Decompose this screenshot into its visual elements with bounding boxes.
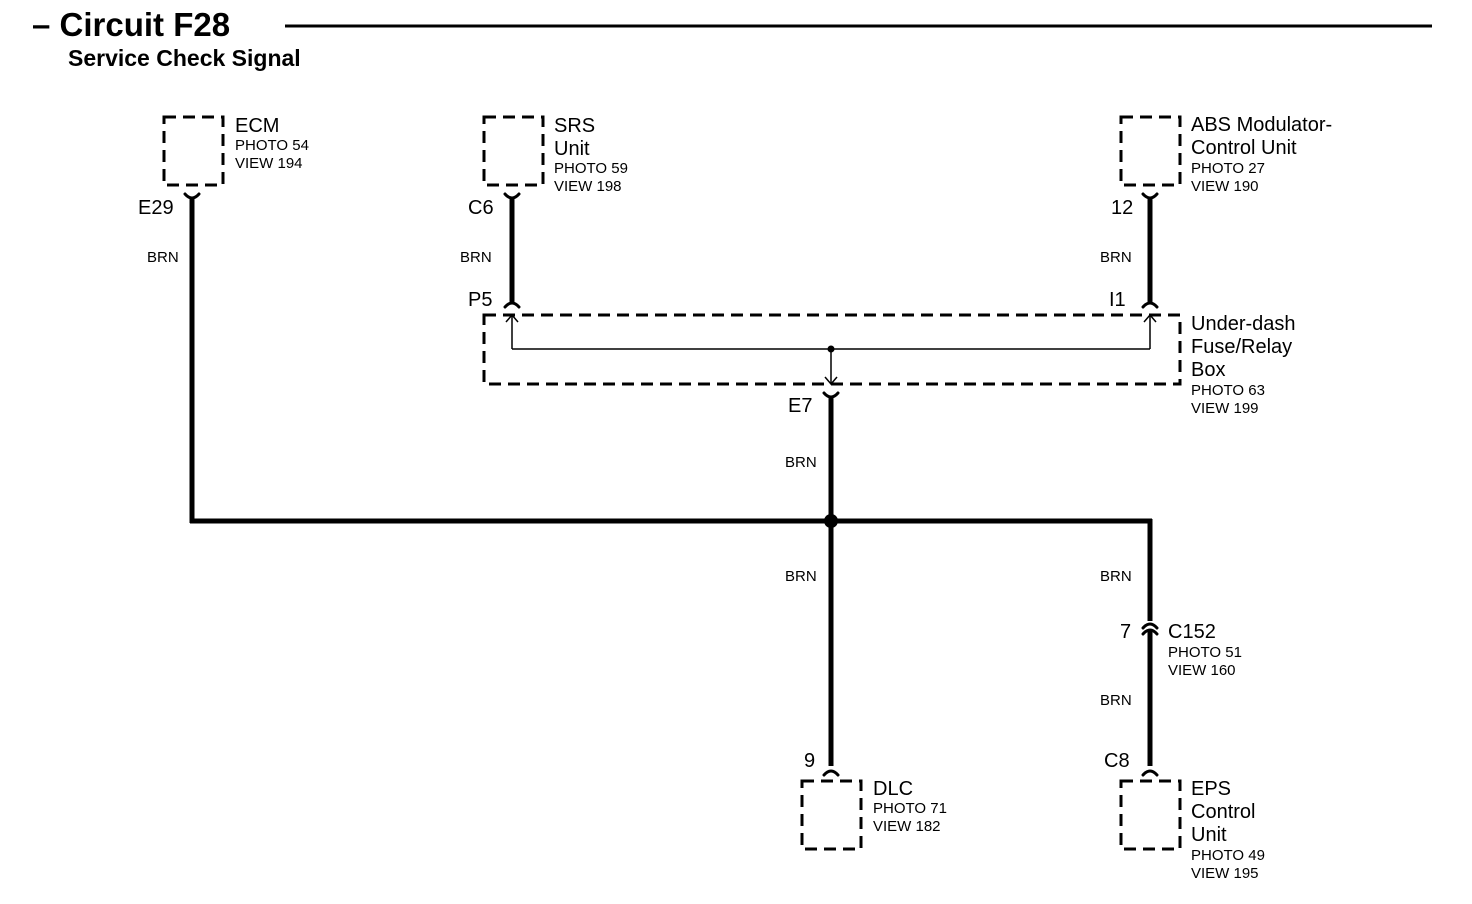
ecm-pin-label: E29 <box>138 197 174 219</box>
eps-name-line1: EPS <box>1191 778 1231 800</box>
ecm-connector-box <box>162 115 225 187</box>
page-subtitle: Service Check Signal <box>68 45 301 71</box>
dlc-connector-box <box>800 779 863 851</box>
srs-name-line1: SRS <box>554 115 595 137</box>
srs-pin-label: C6 <box>468 197 494 219</box>
ecm-name: ECM <box>235 115 279 137</box>
fuse-box-outline <box>482 313 1182 386</box>
dlc-view: VIEW 182 <box>873 818 941 835</box>
wire-label-ecm: BRN <box>147 249 179 266</box>
dlc-name: DLC <box>873 778 913 800</box>
abs-name-line1: ABS Modulator- <box>1191 114 1332 136</box>
eps-photo: PHOTO 49 <box>1191 847 1265 864</box>
srs-photo: PHOTO 59 <box>554 160 628 177</box>
abs-name-line2: Control Unit <box>1191 137 1297 159</box>
abs-pin-label: 12 <box>1111 197 1133 219</box>
fuse-box-name-line2: Fuse/Relay <box>1191 336 1292 358</box>
wire-label-abs: BRN <box>1100 249 1132 266</box>
c152-pin-label: 7 <box>1120 621 1131 643</box>
abs-view: VIEW 190 <box>1191 178 1259 195</box>
c152-name: C152 <box>1168 621 1216 643</box>
srs-name-line2: Unit <box>554 138 590 160</box>
dlc-pin-label: 9 <box>804 750 815 772</box>
fuse-box-internal-arrow-down <box>824 376 838 386</box>
fuse-box-internal-arrow-left <box>505 313 519 323</box>
c152-terminal-upper <box>1141 622 1159 630</box>
abs-photo: PHOTO 27 <box>1191 160 1265 177</box>
eps-pin-terminal <box>1141 769 1159 777</box>
fuse-box-bottom-terminal <box>822 391 840 399</box>
fuse-box-pin-left: P5 <box>468 289 492 311</box>
srs-connector-box <box>482 115 545 187</box>
c152-photo: PHOTO 51 <box>1168 644 1242 661</box>
c152-view: VIEW 160 <box>1168 662 1236 679</box>
wire-label-dlc: BRN <box>785 568 817 585</box>
page-title: – Circuit F28 <box>32 6 230 43</box>
wire-label-c152-lower: BRN <box>1100 692 1132 709</box>
srs-pin-terminal <box>503 192 521 200</box>
eps-pin-label: C8 <box>1104 750 1130 772</box>
eps-name-line2: Control <box>1191 801 1255 823</box>
fuse-box-pin-bottom: E7 <box>788 395 812 417</box>
dlc-photo: PHOTO 71 <box>873 800 947 817</box>
fuse-box-pin-right: I1 <box>1109 289 1126 311</box>
fuse-box-internal-arrow-right <box>1143 313 1157 323</box>
wire-label-srs: BRN <box>460 249 492 266</box>
fuse-box-photo: PHOTO 63 <box>1191 382 1265 399</box>
fuse-box-left-terminal <box>503 301 521 309</box>
ecm-pin-terminal <box>183 192 201 200</box>
fuse-box-name-line3: Box <box>1191 359 1225 381</box>
ecm-view: VIEW 194 <box>235 155 303 172</box>
ecm-photo: PHOTO 54 <box>235 137 309 154</box>
eps-view: VIEW 195 <box>1191 865 1259 882</box>
wire-label-c152-upper: BRN <box>1100 568 1132 585</box>
fuse-box-name-line1: Under-dash <box>1191 313 1296 335</box>
abs-pin-terminal <box>1141 192 1159 200</box>
fuse-box-view: VIEW 199 <box>1191 400 1259 417</box>
eps-connector-box <box>1119 779 1182 851</box>
srs-view: VIEW 198 <box>554 178 622 195</box>
eps-name-line3: Unit <box>1191 824 1227 846</box>
wire-label-fuse-box: BRN <box>785 454 817 471</box>
abs-connector-box <box>1119 115 1182 187</box>
dlc-pin-terminal <box>822 769 840 777</box>
fuse-box-right-terminal <box>1141 301 1159 309</box>
